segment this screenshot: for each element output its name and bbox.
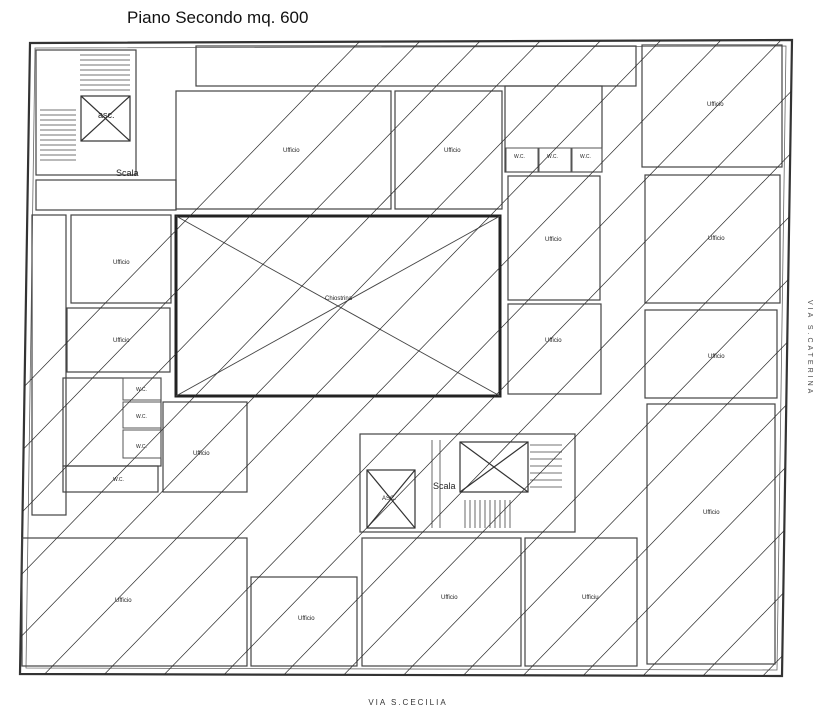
label-asc: ASC. xyxy=(382,496,396,502)
room-ufficio-right-4 xyxy=(646,403,776,665)
label-scala: Scala xyxy=(433,481,456,491)
label-wc: W.C. xyxy=(514,154,525,160)
elevator-center xyxy=(366,469,416,529)
label-ufficio: Ufficio xyxy=(707,102,724,108)
elevator-top-left xyxy=(80,95,131,142)
room-ufficio-top-center-left xyxy=(175,90,392,210)
room-wc-left-bottom xyxy=(62,465,159,493)
label-ufficio: Ufficio xyxy=(703,510,720,516)
label-wc: W.C. xyxy=(136,414,147,420)
room-ufficio-bottom-1 xyxy=(21,537,248,667)
room-ufficio-left-1 xyxy=(70,214,172,304)
courtyard-chiostrina xyxy=(174,214,502,398)
label-ufficio: Ufficio xyxy=(441,595,458,601)
room-ufficio-top-right xyxy=(641,44,783,168)
label-ufficio: Ufficio xyxy=(444,148,461,154)
room-ufficio-right-3 xyxy=(644,309,778,399)
label-wc: W.C. xyxy=(580,154,591,160)
label-ufficio: Ufficio xyxy=(545,338,562,344)
room-ufficio-center-right-1 xyxy=(507,175,601,301)
room-corridor-top xyxy=(195,45,637,87)
room-ufficio-top-center-right xyxy=(394,90,503,210)
label-ufficio: Ufficio xyxy=(115,598,132,604)
label-chiostrina: Chiostrina xyxy=(325,296,353,302)
label-ufficio: Ufficio xyxy=(283,148,300,154)
label-ufficio: Ufficio xyxy=(708,236,725,242)
label-ufficio: Ufficio xyxy=(708,354,725,360)
room-ufficio-right-2 xyxy=(644,174,781,304)
label-scala: Scala xyxy=(116,168,139,178)
label-ufficio: Ufficio xyxy=(113,338,130,344)
elevator-center-2 xyxy=(459,441,529,493)
label-ufficio: Ufficio xyxy=(193,451,210,457)
room-ufficio-bottom-3 xyxy=(361,537,522,667)
label-ufficio: Ufficio xyxy=(298,616,315,622)
room-stair-top-left xyxy=(35,49,137,176)
room-ufficio-left-3 xyxy=(162,401,248,493)
room-ufficio-left-2 xyxy=(66,307,171,373)
label-ufficio: Ufficio xyxy=(113,260,130,266)
room-corridor-left xyxy=(35,179,177,211)
label-wc: W.C. xyxy=(136,444,147,450)
street-label-bottom: VIA S.CECILIA xyxy=(368,698,448,707)
label-ufficiu: Ufficiu xyxy=(582,595,599,601)
room-stair-center xyxy=(359,433,576,533)
street-label-right: VIA S.CATERINA xyxy=(806,300,813,397)
label-wc: W.C. xyxy=(113,477,124,483)
building-outline xyxy=(18,38,794,678)
room-ufficio-bottom-2 xyxy=(250,576,358,667)
room-left-narrow xyxy=(31,214,67,516)
label-wc: W.C. xyxy=(136,387,147,393)
page-title: Piano Secondo mq. 600 xyxy=(127,8,309,27)
label-asc: asc. xyxy=(98,110,115,120)
room-ufficio-bottom-4 xyxy=(524,537,638,667)
label-wc: W.C. xyxy=(547,154,558,160)
room-ufficio-center-right-2 xyxy=(507,303,602,395)
label-ufficio: Ufficio xyxy=(545,237,562,243)
